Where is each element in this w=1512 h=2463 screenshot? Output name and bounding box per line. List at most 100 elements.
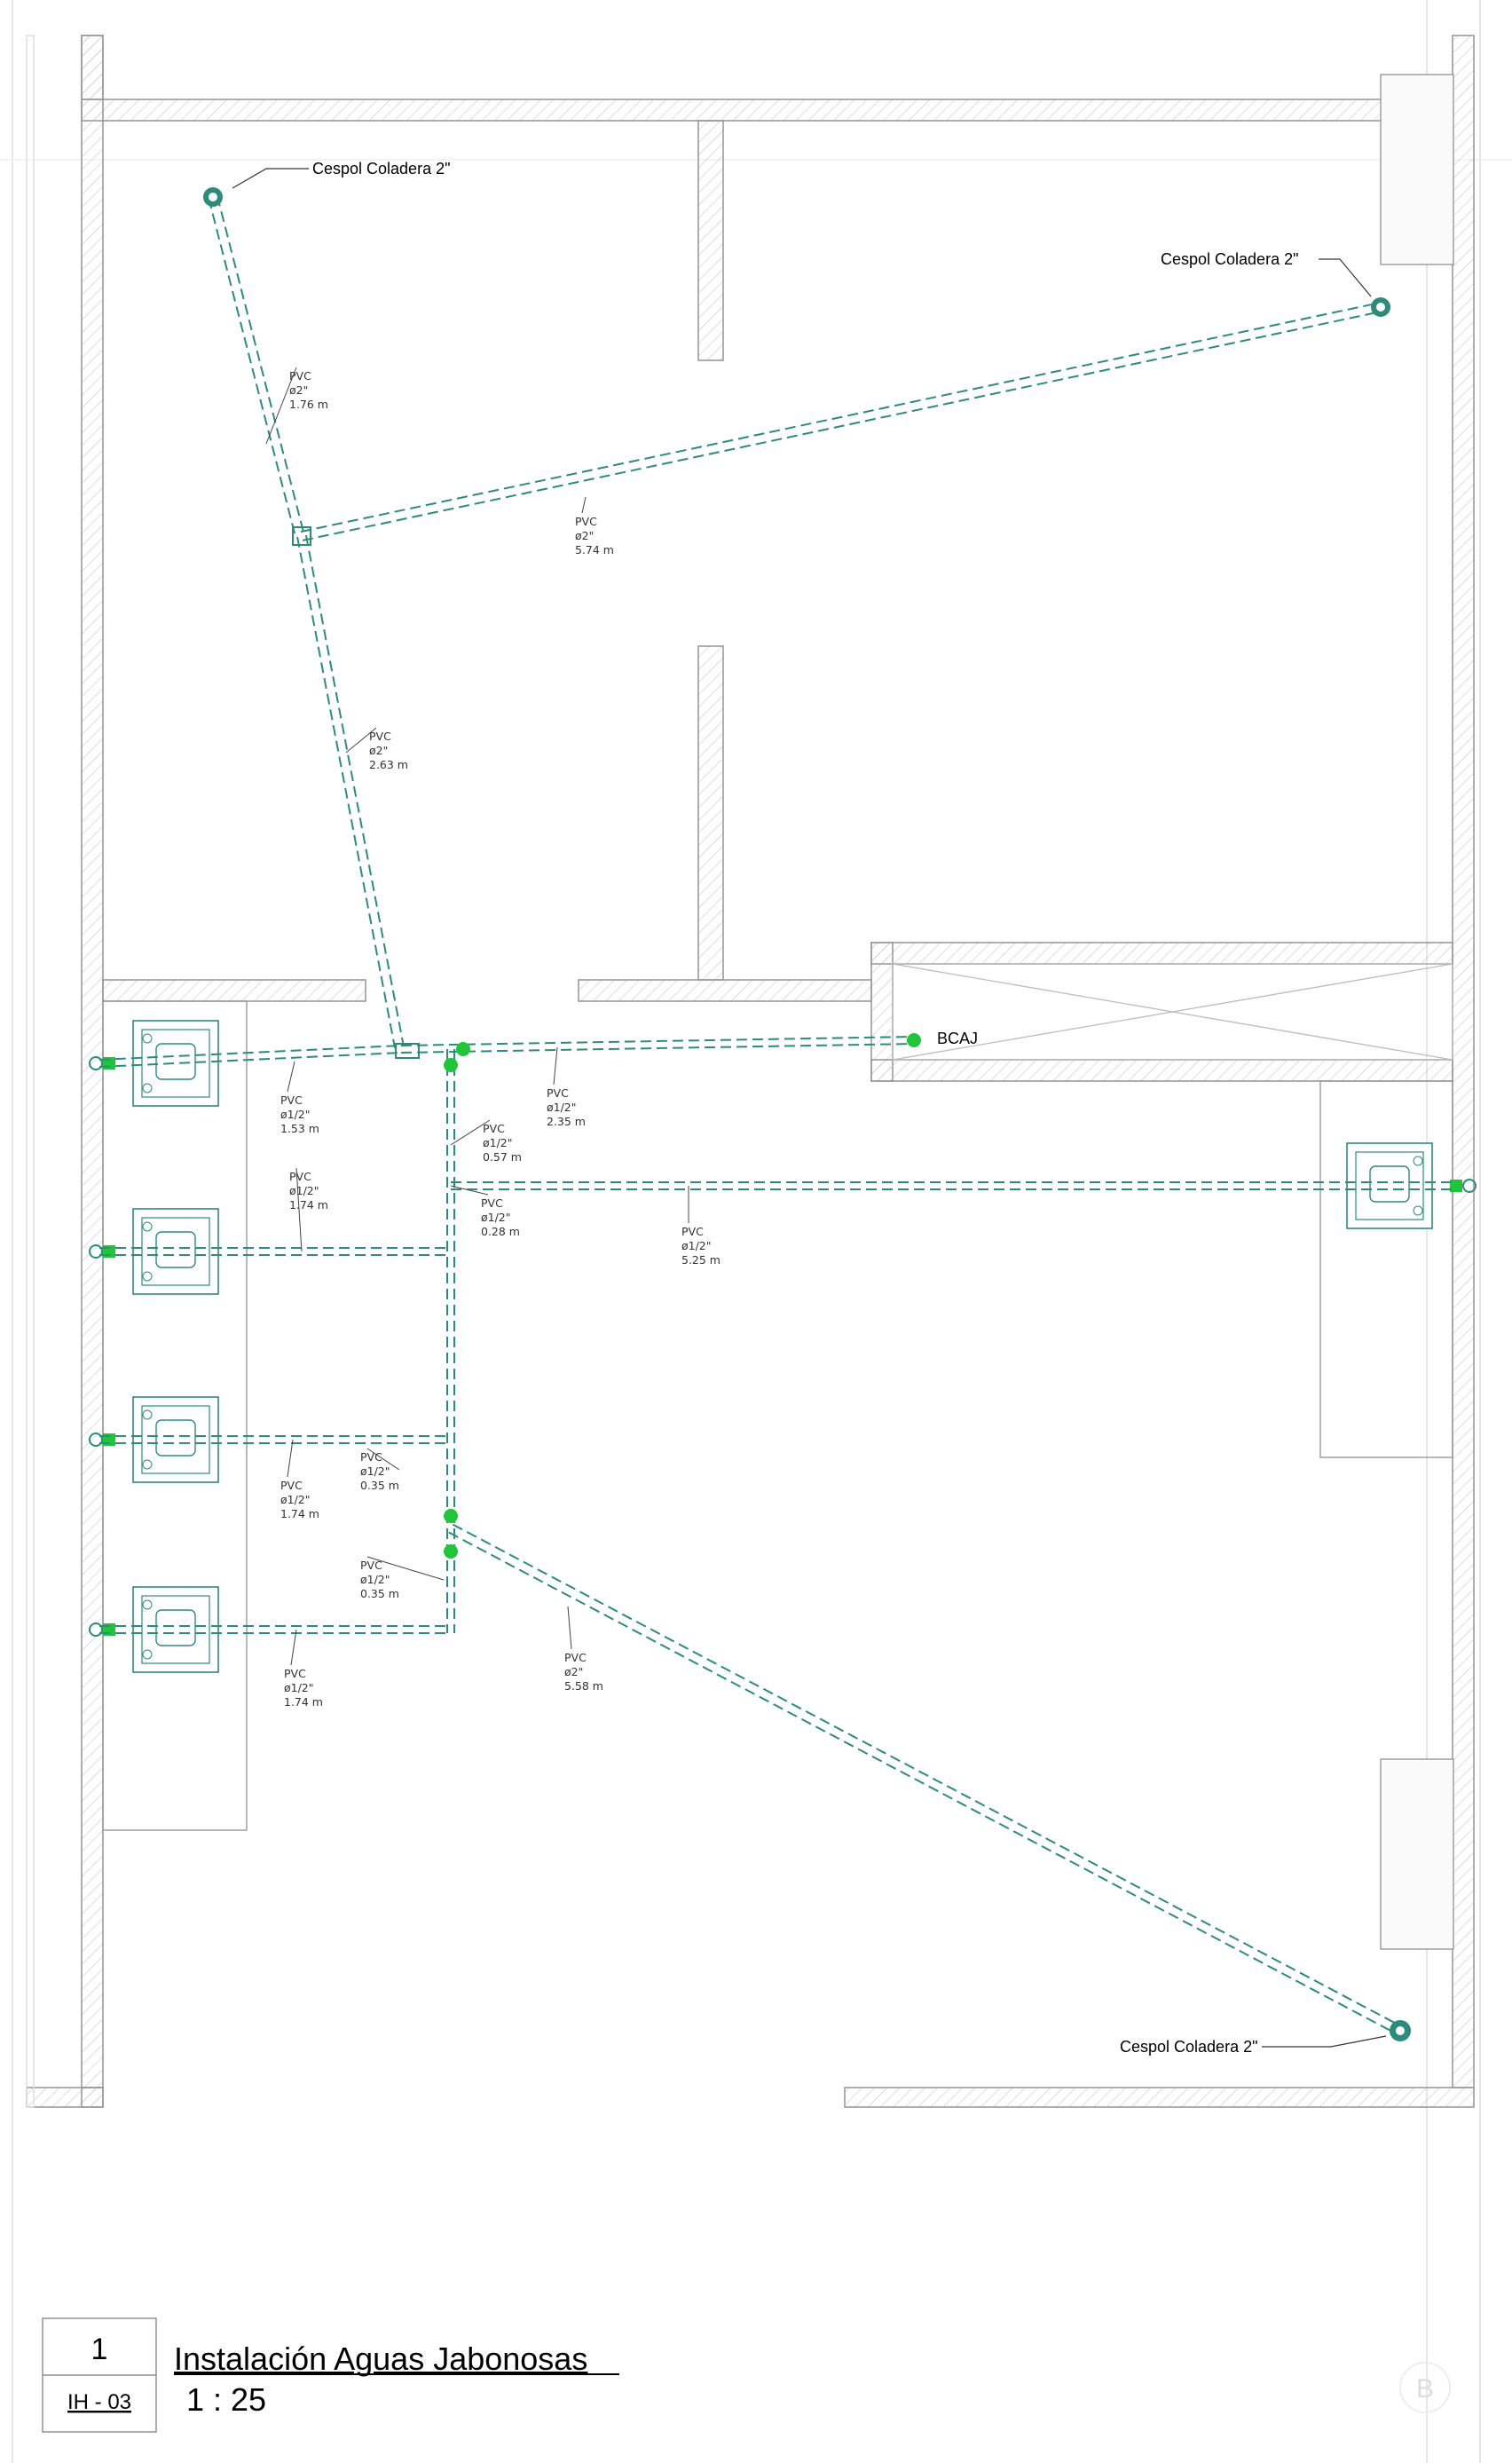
pipe-tag-length: 1.76 m bbox=[289, 398, 328, 411]
floor-trap-bottom-right bbox=[1390, 2020, 1411, 2041]
columns bbox=[1380, 74, 1454, 1950]
pipe-tag-diameter: ø2" bbox=[369, 744, 388, 757]
fitting-wye-lower bbox=[444, 1509, 458, 1523]
sinks bbox=[89, 1020, 1477, 1673]
pipe-tag-diameter: ø1/2" bbox=[681, 1239, 712, 1252]
pipe-tag-diameter: ø2" bbox=[575, 529, 594, 542]
pipe-tag-material: PVC bbox=[280, 1479, 303, 1492]
pipe-tag-material: PVC bbox=[284, 1667, 306, 1680]
sink-1 bbox=[89, 1020, 219, 1107]
fitting-bcaj bbox=[907, 1033, 921, 1047]
fittings bbox=[292, 526, 921, 1559]
counters bbox=[102, 1000, 1453, 1831]
pipe-tag-length: 0.57 m bbox=[483, 1150, 522, 1164]
sink-3 bbox=[89, 1396, 219, 1483]
pipe-tag-length: 1.74 m bbox=[284, 1695, 323, 1709]
pipe-tag-material: PVC bbox=[360, 1559, 382, 1572]
pipe-tag-diameter: ø1/2" bbox=[360, 1464, 390, 1478]
pipes bbox=[98, 195, 1455, 2036]
pipe-tag-length: 1.74 m bbox=[289, 1198, 328, 1212]
pipe-tag-material: PVC bbox=[575, 515, 597, 528]
pipe-tag-material: PVC bbox=[369, 730, 391, 743]
sheet-reference: IH - 03 bbox=[67, 2390, 131, 2414]
floor-trap-top-right bbox=[1371, 297, 1390, 317]
pipe-tag-diameter: ø1/2" bbox=[284, 1681, 314, 1694]
callouts bbox=[232, 168, 1387, 2048]
fitting-tee-2in bbox=[292, 526, 311, 546]
pipe-tag-diameter: ø1/2" bbox=[483, 1136, 513, 1149]
pipe-tag-length: 5.58 m bbox=[564, 1679, 603, 1693]
fitting-tee-main bbox=[444, 1058, 458, 1072]
pipe-tag-material: PVC bbox=[483, 1122, 505, 1135]
pipe-sink1-to-main bbox=[98, 1045, 402, 1068]
drawing-scale: 1 : 25 bbox=[186, 2381, 266, 2418]
pipe-tag-material: PVC bbox=[481, 1196, 503, 1210]
pipe-sink3 bbox=[99, 1435, 451, 1444]
pipe-tag-material: PVC bbox=[289, 369, 311, 383]
walls bbox=[26, 35, 1475, 2108]
drawing-title: Instalación Aguas Jabonosas bbox=[174, 2341, 587, 2377]
fitting-reducer bbox=[395, 1043, 420, 1059]
pipe-tag-material: PVC bbox=[681, 1225, 704, 1238]
corner-mark: B bbox=[1416, 2374, 1434, 2404]
pipe-tag-length: 2.63 m bbox=[369, 758, 408, 771]
pipe-2in-upper-drop bbox=[208, 195, 305, 538]
pipe-tag-material: PVC bbox=[547, 1086, 569, 1100]
pipe-tag-diameter: ø1/2" bbox=[481, 1211, 511, 1224]
pipe-tag-length: 1.74 m bbox=[280, 1507, 319, 1520]
fitting-tee-junction bbox=[456, 1042, 470, 1056]
fitting-wye-lower-2 bbox=[444, 1544, 458, 1559]
sink-4 bbox=[89, 1586, 219, 1673]
pipe-tag-length: 5.74 m bbox=[575, 543, 614, 557]
sink-2 bbox=[89, 1208, 219, 1295]
pipe-tag-length: 0.28 m bbox=[481, 1225, 520, 1238]
pipe-main-to-bcaj bbox=[400, 1036, 915, 1054]
pipe-tag-length: 0.35 m bbox=[360, 1479, 399, 1492]
floor-traps bbox=[203, 187, 1411, 2041]
pipe-tag-material: PVC bbox=[289, 1170, 311, 1183]
pipe-tag-diameter: ø1/2" bbox=[280, 1108, 311, 1121]
callout-trap-top-left: Cespol Coladera 2" bbox=[312, 160, 450, 178]
pipe-2in-to-bottom-trap bbox=[448, 1523, 1403, 2036]
pipe-tag-material: PVC bbox=[564, 1651, 587, 1664]
pipe-tag-diameter: ø1/2" bbox=[360, 1573, 390, 1586]
callout-bcaj: BCAJ bbox=[937, 1030, 978, 1047]
callout-trap-bottom-right: Cespol Coladera 2" bbox=[1120, 2038, 1257, 2056]
pipe-tag-diameter: ø1/2" bbox=[280, 1493, 311, 1506]
pipe-tag-length: 0.35 m bbox=[360, 1587, 399, 1600]
pipe-2in-diagonal-right bbox=[300, 302, 1382, 541]
bcaj-channel bbox=[892, 963, 1453, 1061]
pipe-tag-material: PVC bbox=[360, 1450, 382, 1464]
floor-trap-top-left bbox=[203, 187, 223, 207]
title-block: 1 IH - 03 Instalación Aguas Jabonosas 1 … bbox=[42, 2317, 1451, 2433]
pipe-tag-diameter: ø1/2" bbox=[547, 1101, 577, 1114]
pipe-tag-length: 5.25 m bbox=[681, 1253, 721, 1267]
pipe-sink4 bbox=[99, 1625, 451, 1634]
callout-trap-top-right: Cespol Coladera 2" bbox=[1161, 250, 1298, 268]
pipe-vertical-riser bbox=[446, 1049, 455, 1633]
pipe-tag-diameter: ø2" bbox=[289, 383, 308, 397]
pipe-tag-diameter: ø1/2" bbox=[289, 1184, 319, 1197]
pipe-tag-length: 2.35 m bbox=[547, 1115, 586, 1128]
sink-right bbox=[1346, 1142, 1477, 1229]
pipe-tag-material: PVC bbox=[280, 1093, 303, 1107]
pipe-tag-diameter: ø2" bbox=[564, 1665, 583, 1678]
pipe-tag-length: 1.53 m bbox=[280, 1122, 319, 1135]
